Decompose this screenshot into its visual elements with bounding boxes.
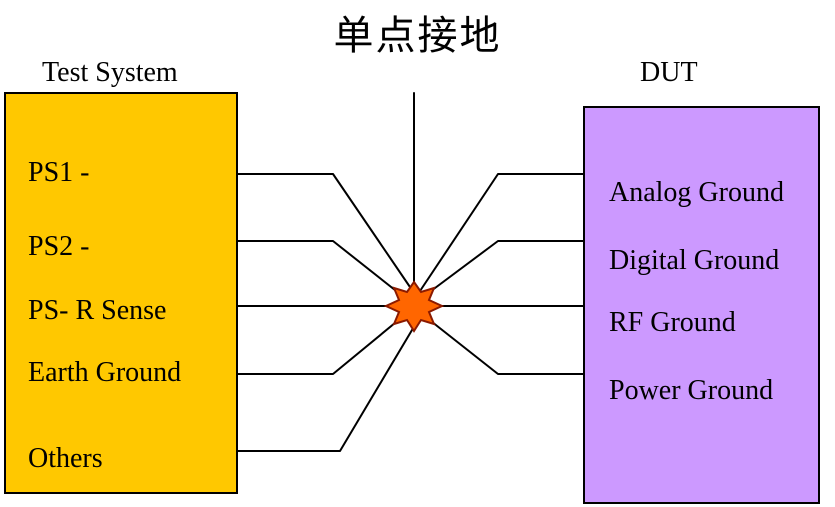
- dut-box: [583, 106, 820, 504]
- test-system-label-ps2: PS2 -: [28, 231, 90, 262]
- connection-digital-ground-line: [426, 240, 584, 295]
- connection-analog-ground-line: [419, 173, 584, 292]
- starburst-ground-icon: [383, 280, 445, 333]
- dut-label-digital-ground: Digital Ground: [609, 245, 780, 276]
- test-system-label-ps-r-sense: PS- R Sense: [28, 295, 167, 326]
- test-system-label-earth-ground: Earth Ground: [28, 357, 182, 388]
- connection-ps1-line: [237, 173, 413, 291]
- test-system-label-others: Others: [28, 443, 103, 474]
- dut-label-rf-ground: RF Ground: [609, 307, 736, 338]
- dut-label-analog-ground: Analog Ground: [609, 177, 784, 208]
- connection-others-line: [237, 324, 416, 452]
- test-system-label-ps1: PS1 -: [28, 157, 90, 188]
- connection-power-ground-line: [426, 317, 584, 375]
- test-system-title: Test System: [42, 57, 178, 88]
- test-system-box: [4, 92, 238, 494]
- dut-title: DUT: [640, 57, 698, 88]
- connection-earth-ground-line: [237, 317, 402, 375]
- connection-ps2-line: [237, 240, 401, 295]
- diagram-title: 单点接地: [333, 13, 502, 59]
- dut-label-power-ground: Power Ground: [609, 375, 774, 406]
